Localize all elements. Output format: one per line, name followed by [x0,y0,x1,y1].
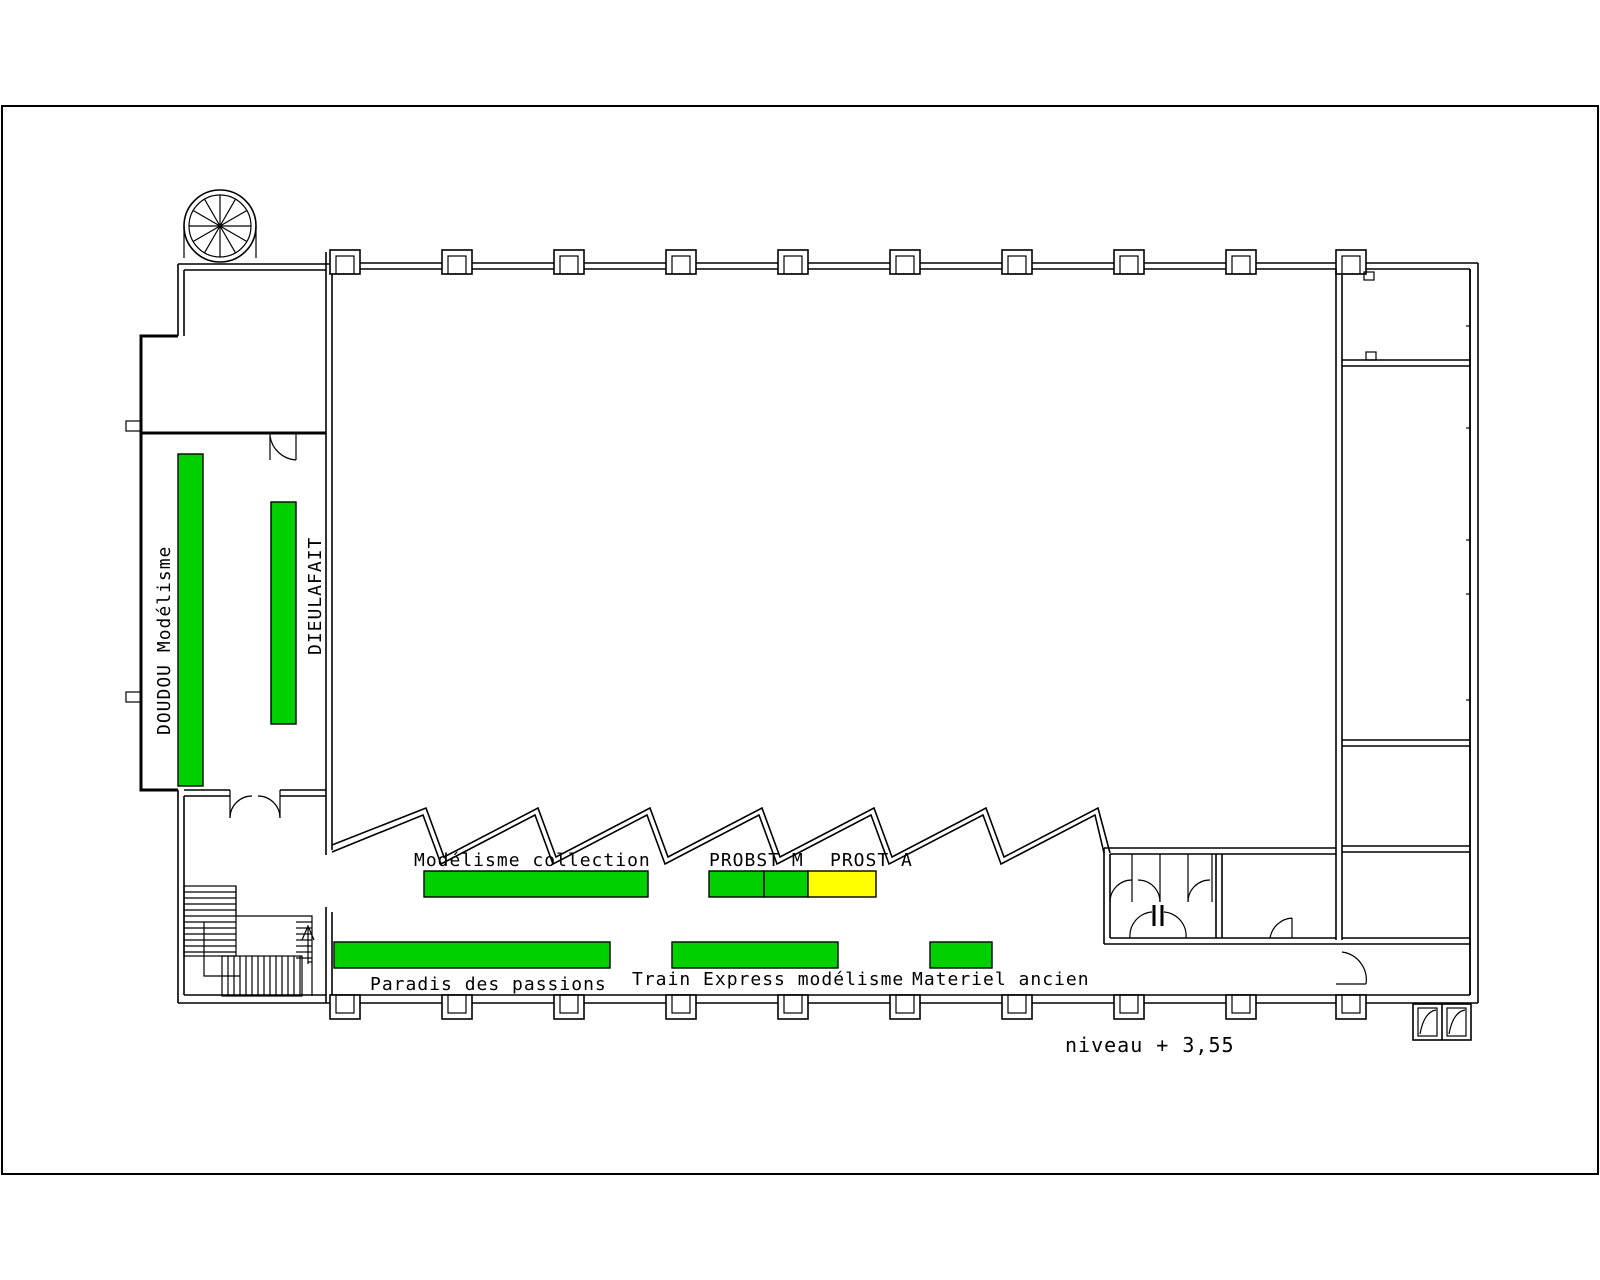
pillar-bottom [665,994,697,1020]
pillar-bottom [1113,994,1145,1020]
stand-doudou [177,453,204,787]
label-train-express: Train Express modélisme [632,969,904,990]
stands [177,453,993,969]
stand-materiel [929,941,993,969]
label-modelisme-collection: Modélisme collection [414,850,651,871]
utility-boxes [1412,1003,1472,1041]
toilet-block [1103,847,1367,985]
pillar-top [1225,249,1257,275]
pillar-top [1001,249,1033,275]
label-doudou: DOUDOU Modélisme [154,546,175,735]
door-swing-icon [269,435,297,461]
stand-paradis [333,941,611,969]
pillar-top [1335,249,1367,275]
door-swing-icon [1187,879,1211,903]
pillar-top [441,249,473,275]
stand-probst-m-1 [708,870,765,898]
stand-train-express [671,941,839,969]
pillar-bottom [1335,994,1367,1020]
pillar-top [329,249,361,275]
pillar-bottom [1001,994,1033,1020]
label-prost-a: PROST A [830,850,913,871]
pillar-bottom [889,994,921,1020]
pillar-bottom [329,994,361,1020]
door-swing-icon [1109,879,1133,903]
staircase-icon [183,885,315,997]
pillar-bottom [553,994,585,1020]
wall-pillars [329,249,1367,1020]
door-swing-icon [1163,911,1187,939]
door-swing-icon [1341,951,1367,985]
drawing-frame [1,105,1599,1175]
door-swing-icon [1137,879,1161,903]
stand-dieulafait [270,501,297,725]
spiral-staircase-icon [183,189,257,263]
pillar-top [1113,249,1145,275]
zigzag-partition [331,806,1111,866]
label-level: niveau + 3,55 [1065,1033,1235,1057]
right-rooms [1335,269,1471,995]
pillar-top [665,249,697,275]
stand-prost-a [807,870,877,898]
pillar-bottom [441,994,473,1020]
pillar-bottom [777,994,809,1020]
stand-probst-m-2 [763,870,809,898]
labels: DOUDOU Modélisme DIEULAFAIT Modélisme co… [154,537,1235,1057]
door-swing-icon [1129,911,1153,939]
label-probst-m: PROBST M [709,850,804,871]
door-swing-icon [257,795,281,819]
pillar-top [889,249,921,275]
stand-modelisme-collection [423,870,649,898]
pillar-bottom [1225,994,1257,1020]
label-materiel: Materiel ancien [912,969,1090,990]
door-swing-icon [1269,917,1293,939]
pillar-top [553,249,585,275]
label-dieulafait: DIEULAFAIT [305,537,326,655]
pillar-top [777,249,809,275]
door-swing-icon [229,795,253,819]
label-paradis: Paradis des passions [370,974,607,995]
